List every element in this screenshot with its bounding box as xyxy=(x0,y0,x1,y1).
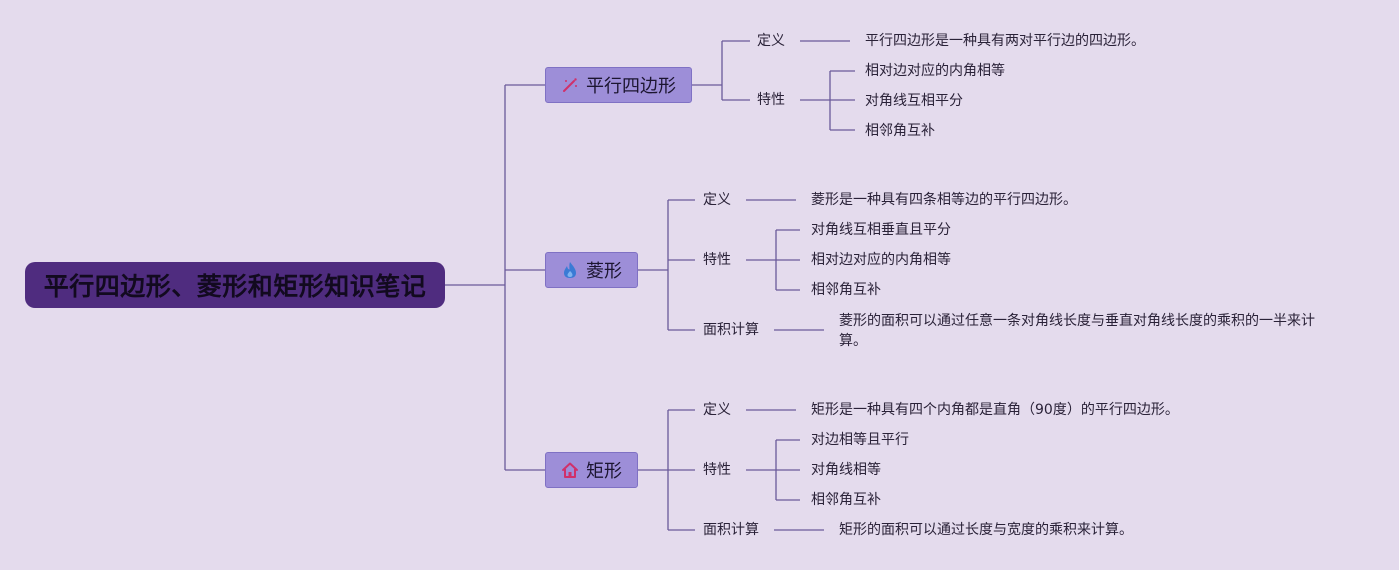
property-item: 相邻角互补 xyxy=(811,282,881,298)
branch-rhombus[interactable]: 菱形 xyxy=(545,252,638,288)
property-label: 特性 xyxy=(757,92,785,108)
definition-label: 定义 xyxy=(757,33,785,49)
property-item: 相对边对应的内角相等 xyxy=(865,63,1005,79)
property-label: 特性 xyxy=(703,462,731,478)
magic-wand-icon xyxy=(561,76,579,94)
house-icon xyxy=(561,461,579,479)
area-label: 面积计算 xyxy=(703,322,759,338)
branch-title: 平行四边形 xyxy=(586,76,676,97)
definition-text: 矩形是一种具有四个内角都是直角（90度）的平行四边形。 xyxy=(811,402,1179,418)
branch-parallelogram[interactable]: 平行四边形 xyxy=(545,67,692,103)
branch-title: 菱形 xyxy=(586,261,622,282)
definition-text: 平行四边形是一种具有两对平行边的四边形。 xyxy=(865,33,1145,49)
branch-title: 矩形 xyxy=(586,461,622,482)
area-text: 矩形的面积可以通过长度与宽度的乘积来计算。 xyxy=(839,522,1133,538)
area-text: 菱形的面积可以通过任意一条对角线长度与垂直对角线长度的乘积的一半来计算。 xyxy=(839,313,1315,349)
flame-icon xyxy=(561,261,579,279)
area-label: 面积计算 xyxy=(703,522,759,538)
property-item: 对角线互相垂直且平分 xyxy=(811,222,951,238)
root-title: 平行四边形、菱形和矩形知识笔记 xyxy=(43,272,427,301)
branch-rectangle[interactable]: 矩形 xyxy=(545,452,638,488)
definition-label: 定义 xyxy=(703,192,731,208)
property-item: 对角线相等 xyxy=(811,462,881,478)
definition-text: 菱形是一种具有四条相等边的平行四边形。 xyxy=(811,192,1077,208)
property-item: 对边相等且平行 xyxy=(811,432,909,448)
root-node[interactable]: 平行四边形、菱形和矩形知识笔记 xyxy=(25,262,445,308)
definition-label: 定义 xyxy=(703,402,731,418)
property-label: 特性 xyxy=(703,252,731,268)
property-item: 相邻角互补 xyxy=(811,492,881,508)
property-item: 对角线互相平分 xyxy=(865,93,963,109)
property-item: 相邻角互补 xyxy=(865,123,935,139)
property-item: 相对边对应的内角相等 xyxy=(811,252,951,268)
